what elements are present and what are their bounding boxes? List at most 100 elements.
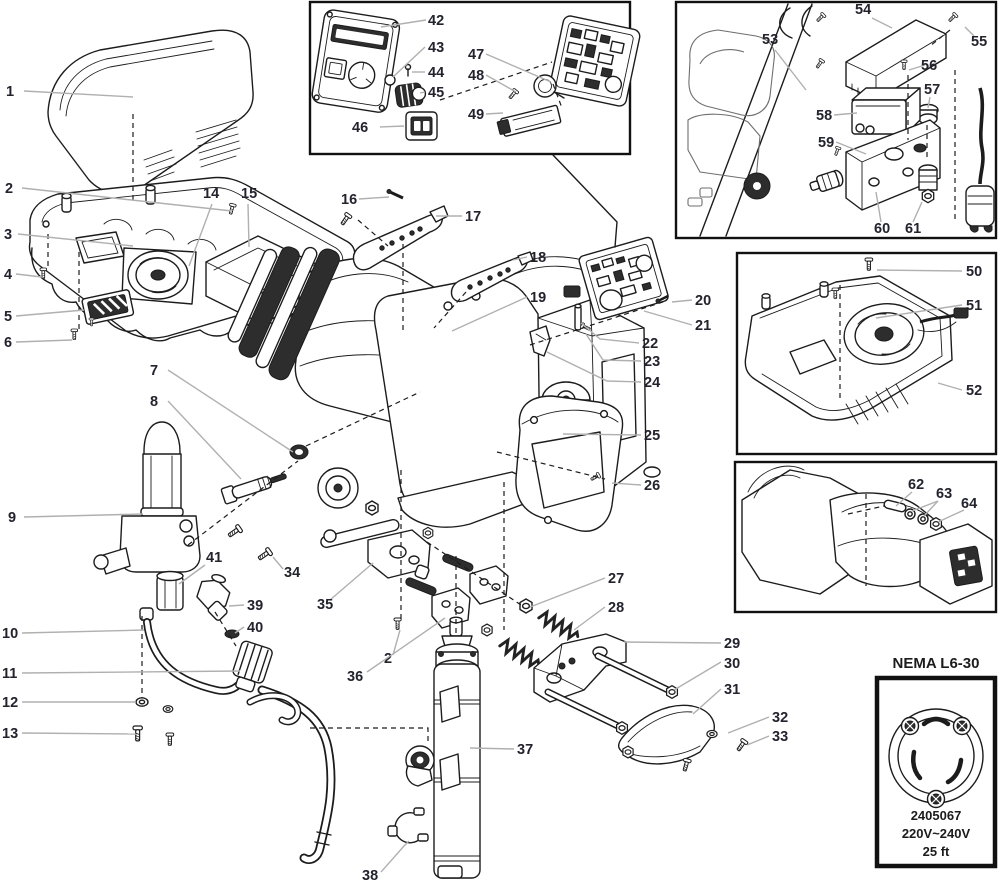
part-yoke-assembly-35: [320, 500, 434, 580]
callout-59: 59: [818, 135, 834, 151]
callout-36: 36: [347, 669, 363, 685]
leader-line-39: [228, 604, 245, 607]
callout-50: 50: [966, 264, 982, 280]
assembly-dashed-lines: [47, 114, 667, 744]
callout-60: 60: [874, 221, 890, 237]
leader-line-47: [485, 53, 552, 83]
leader-line-2: [392, 629, 401, 656]
leader-line-29: [623, 641, 722, 644]
callout-57: 57: [924, 82, 940, 98]
inset4-dash2: [847, 505, 885, 515]
leader-line-59: [835, 141, 867, 155]
part-screw-34a: [225, 523, 244, 540]
callout-42: 42: [428, 13, 444, 29]
part-control-panel-42: [311, 9, 401, 113]
leader-line-41: [178, 564, 206, 585]
callout-41: 41: [206, 550, 222, 566]
callout-37: 37: [517, 742, 533, 758]
leader-line-34: [272, 556, 284, 570]
part-pin-62: [883, 499, 907, 513]
part-screw-55: [946, 11, 959, 24]
inset1-dash2: [552, 83, 563, 109]
callout-16: 16: [341, 192, 357, 208]
leader-line-49: [485, 112, 504, 115]
leader-line-20: [671, 299, 693, 303]
leader-line-22: [580, 322, 640, 344]
callout-55: 55: [971, 34, 987, 50]
part-electrical-box-58: [851, 87, 921, 135]
leader-line-18: [512, 256, 528, 261]
part-board-49: [496, 104, 562, 137]
part-seal-7-hole: [295, 449, 303, 455]
nema-plug-face: [888, 708, 984, 809]
part-hose-fitting-11: [232, 640, 273, 693]
part-screw-2-center: [393, 617, 402, 630]
callout-14: 14: [203, 186, 219, 202]
callout-19: 19: [530, 290, 546, 306]
leader-line-4: [15, 273, 43, 278]
leader-line-64: [937, 509, 965, 523]
callout-2: 2: [5, 181, 13, 197]
callout-22: 22: [642, 336, 658, 352]
part-circuit-board: [529, 236, 669, 357]
callout-6: 6: [4, 335, 12, 351]
callout-28: 28: [608, 600, 624, 616]
part-cord-grip-61L: [809, 169, 844, 193]
part-pump-tube-37: [405, 616, 481, 879]
leader-line-15: [247, 203, 250, 248]
callout-45: 45: [428, 85, 444, 101]
part-knob-45: [394, 82, 427, 108]
leader-line-51: [875, 304, 963, 319]
leader-line-55: [964, 26, 975, 37]
part-cord-grip-61: [918, 164, 938, 204]
leader-line-63: [911, 500, 939, 512]
callout-49: 49: [468, 107, 484, 123]
inset-connector-line: [552, 154, 618, 248]
leader-line-45: [419, 91, 426, 94]
part-washers-63: [904, 508, 929, 525]
callout-44: 44: [428, 65, 444, 81]
part-bracket-60: [845, 119, 941, 211]
leader-line-19: [451, 296, 528, 332]
callout-5: 5: [4, 309, 12, 325]
callout-3: 3: [4, 227, 12, 243]
leader-line-14: [188, 203, 213, 267]
callout-46: 46: [352, 120, 368, 136]
part-handle-grip-18: [450, 251, 534, 303]
part-power-cord: [965, 87, 995, 233]
leader-line-40: [234, 626, 245, 634]
part-nut-27: [519, 598, 533, 614]
leader-line-26: [611, 482, 642, 486]
inset2-cart-frame: [687, 3, 813, 237]
leader-line-52: [937, 382, 963, 391]
leader-line-33: [746, 735, 770, 746]
nema-title: NEMA L6-30: [893, 655, 980, 672]
callout-62: 62: [908, 477, 924, 493]
callout-11: 11: [2, 666, 17, 682]
part-nut-64: [929, 517, 943, 531]
leader-line-9: [23, 513, 144, 518]
callout-54: 54: [855, 2, 871, 18]
callout-63: 63: [936, 486, 952, 502]
callout-1: 1: [6, 84, 14, 100]
inset2-dash4: [929, 29, 951, 47]
nema-prong-bottom: [926, 789, 946, 809]
part-transducer-8: [220, 473, 287, 505]
callout-25: 25: [644, 428, 660, 444]
part-washer-32: [706, 729, 718, 739]
callout-29: 29: [724, 636, 740, 652]
leader-line-58: [833, 112, 858, 116]
part-front-cover: [47, 29, 254, 194]
part-screw-54a: [814, 11, 827, 24]
leader-line-16: [358, 196, 390, 200]
leader-line-48: [485, 74, 517, 93]
callout-24: 24: [644, 375, 660, 391]
leader-line-36: [366, 617, 446, 673]
part-spring-28b: [496, 636, 544, 671]
leader-line-61: [912, 201, 923, 223]
leader-line-21: [643, 310, 693, 326]
callout-10: 10: [2, 626, 18, 642]
leader-line-46: [379, 125, 405, 128]
